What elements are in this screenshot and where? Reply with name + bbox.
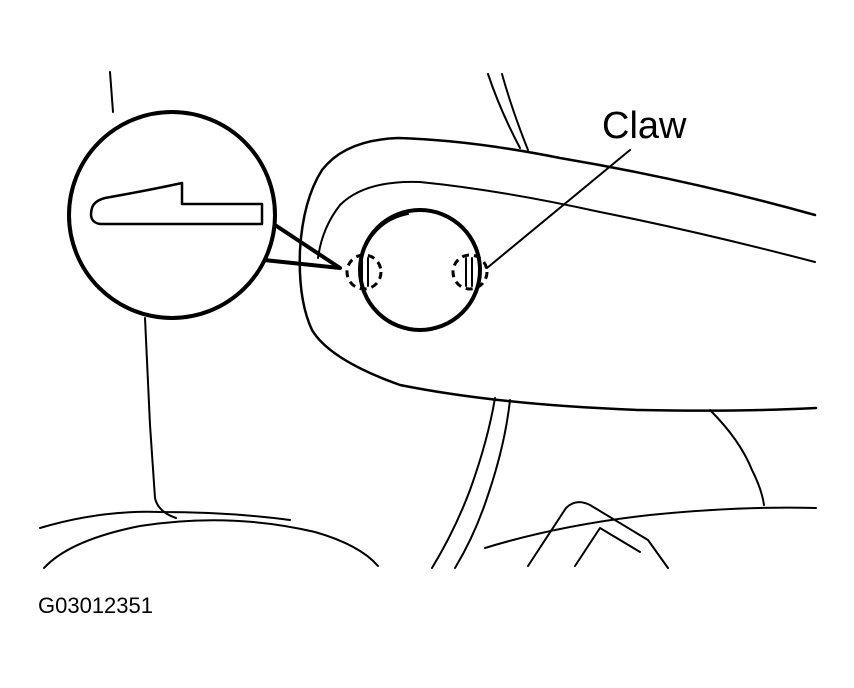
lever-edge (574, 527, 641, 567)
figure-id: G03012351 (38, 593, 153, 618)
console-line-left (431, 397, 496, 569)
console-base (484, 506, 817, 549)
claw-cross-section (89, 181, 264, 226)
console-line-right (454, 399, 511, 569)
round-part-rim (364, 213, 409, 249)
console-arc (709, 409, 765, 506)
callout-pointer (262, 223, 342, 270)
panel-edge-lower (144, 317, 177, 519)
panel-edge-upper (109, 71, 114, 113)
claw-leader-line (486, 149, 631, 269)
magnifier-circle (67, 110, 277, 320)
trim-line-inner (501, 73, 529, 151)
dome-lower-arc (43, 519, 379, 569)
round-part (358, 208, 482, 332)
claw-left-marker (345, 253, 383, 291)
claw-right-marker (451, 253, 489, 291)
lever-body (527, 501, 669, 569)
dome-outline (39, 510, 291, 529)
trim-line-outer (487, 73, 521, 149)
claw-left-tab (361, 257, 369, 287)
claw-right-tab (465, 257, 473, 287)
claw-label: Claw (602, 105, 687, 147)
housing-inner (317, 180, 816, 263)
housing-outer (298, 136, 818, 412)
